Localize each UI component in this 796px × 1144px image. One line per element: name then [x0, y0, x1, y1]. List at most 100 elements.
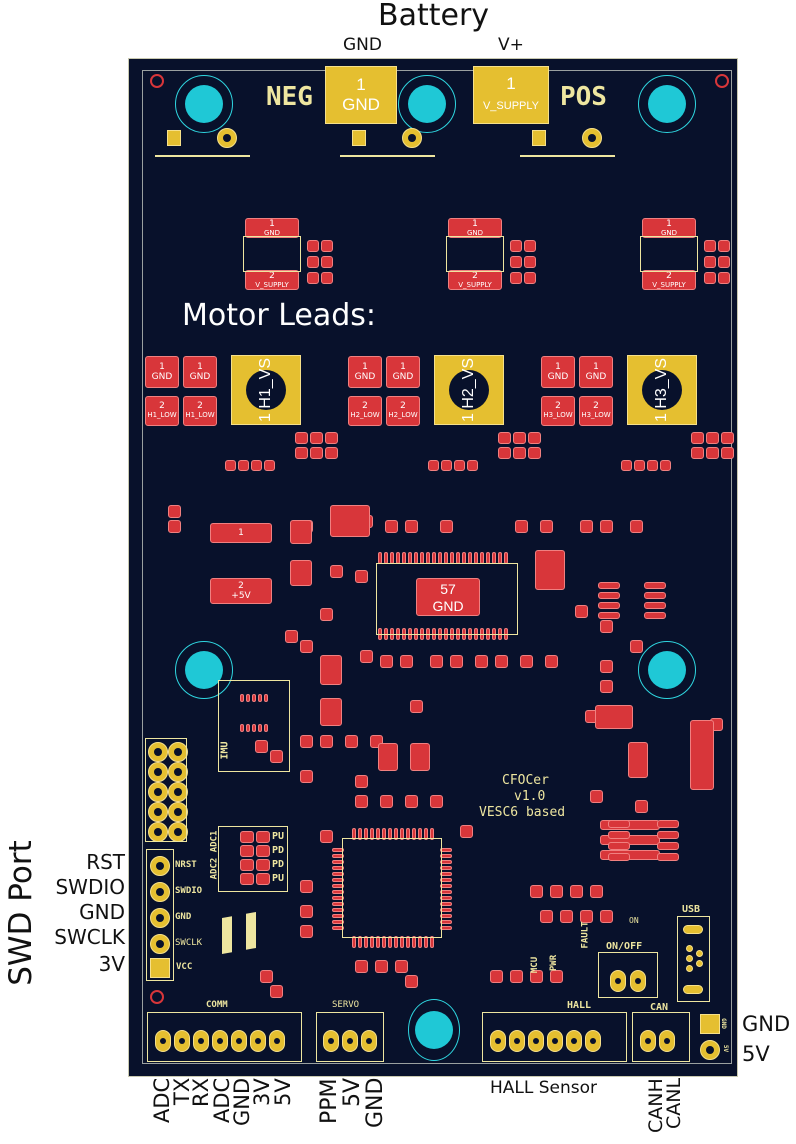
- mcu-pin: [440, 872, 452, 876]
- fiducial: [150, 74, 164, 88]
- comm-pin[interactable]: [174, 1030, 190, 1052]
- comm-pin[interactable]: [193, 1030, 209, 1052]
- header-pin[interactable]: [148, 742, 168, 762]
- comm-pin[interactable]: [231, 1030, 247, 1052]
- smd-pad: [600, 520, 613, 533]
- mcu-pin: [424, 936, 428, 948]
- smd-pad: [630, 640, 643, 653]
- header-pin[interactable]: [168, 782, 188, 802]
- pad-net: +5V: [231, 591, 251, 601]
- smd-pad: [355, 960, 368, 973]
- ic-pin: [644, 602, 666, 609]
- pad-net: GND: [432, 598, 464, 614]
- ic-pin: [657, 842, 679, 850]
- pad-number: 1: [666, 219, 672, 229]
- phase-pad-3[interactable]: 1 H3_VS: [627, 355, 697, 425]
- switch-pin[interactable]: [610, 970, 626, 992]
- mounting-hole: [638, 75, 696, 133]
- header-pin[interactable]: [148, 802, 168, 822]
- smd-pad: [706, 447, 719, 459]
- hall-pin[interactable]: [528, 1030, 544, 1052]
- header-pin[interactable]: [148, 782, 168, 802]
- header-pin[interactable]: [168, 742, 188, 762]
- pad-net: V_SUPPLY: [458, 281, 492, 289]
- servo-pin[interactable]: [323, 1030, 339, 1052]
- smd-pad: [295, 447, 308, 459]
- battery-label: Battery: [378, 0, 490, 33]
- smd-pad: [528, 447, 541, 459]
- hall-pin[interactable]: [566, 1030, 582, 1052]
- mcu-pin: [394, 936, 398, 948]
- fiducial: [715, 74, 729, 88]
- header-pin[interactable]: [168, 762, 188, 782]
- servo-pin[interactable]: [361, 1030, 377, 1052]
- header-pin[interactable]: [168, 802, 188, 822]
- can-pin[interactable]: [659, 1030, 675, 1052]
- onoff-switch[interactable]: [598, 952, 658, 998]
- comm-pin[interactable]: [269, 1030, 285, 1052]
- mcu-pin: [370, 936, 374, 948]
- servo-pin[interactable]: [342, 1030, 358, 1052]
- mcu-pin: [376, 828, 380, 840]
- pad-net: V_SUPPLY: [482, 100, 540, 112]
- power-5v-pin[interactable]: [700, 1040, 720, 1060]
- pin: [402, 128, 422, 148]
- smd-pad: [575, 605, 588, 618]
- swd-pin[interactable]: [150, 934, 170, 954]
- gnd-power-label: GND: [742, 1012, 791, 1036]
- swd-vcc-pin[interactable]: [150, 958, 170, 978]
- smd-pad: [285, 630, 298, 643]
- mcu-pin: [332, 920, 344, 924]
- mcu-pin: [430, 936, 434, 948]
- comm-pin[interactable]: [212, 1030, 228, 1052]
- hall-pin[interactable]: [585, 1030, 601, 1052]
- pad-net: H2_LOW: [388, 411, 418, 419]
- comm-pin[interactable]: [155, 1030, 171, 1052]
- regulator-pad: 2+5V: [210, 578, 272, 604]
- comm-pin-label: 5V: [271, 1078, 295, 1106]
- hall-pin[interactable]: [509, 1030, 525, 1052]
- swd-pin[interactable]: [150, 908, 170, 928]
- ic-pin: [608, 831, 630, 839]
- mcu-pin: [332, 866, 344, 870]
- smd-pad: [540, 910, 553, 923]
- servo-connector: [316, 1012, 384, 1062]
- smd-pad: [264, 460, 275, 471]
- hall-pin[interactable]: [490, 1030, 506, 1052]
- phase-pad-2[interactable]: 1 H2_VS: [434, 355, 504, 425]
- smd-pad: [270, 985, 283, 998]
- header-pin[interactable]: [148, 762, 168, 782]
- smd-pad: [320, 655, 342, 685]
- comm-pin[interactable]: [250, 1030, 266, 1052]
- power-gnd-pin[interactable]: [700, 1014, 720, 1034]
- smd-pad: [513, 447, 526, 459]
- smd-pad: [395, 960, 408, 973]
- smd-pad: [510, 272, 522, 284]
- smd-pad: [320, 735, 333, 748]
- switch-pin[interactable]: [630, 970, 646, 992]
- swd-pin[interactable]: [150, 856, 170, 876]
- smd-pad: [510, 970, 523, 983]
- smd-pad: [238, 460, 249, 471]
- pad-net: GND: [189, 372, 211, 382]
- can-pin[interactable]: [640, 1030, 656, 1052]
- swd-pin[interactable]: [150, 882, 170, 902]
- mcu-pin: [440, 854, 452, 858]
- mcu-pin: [364, 936, 368, 948]
- hall-pin[interactable]: [547, 1030, 563, 1052]
- board-version: v1.0: [514, 789, 546, 804]
- mcu-pin: [400, 936, 404, 948]
- smd-pad: [524, 272, 536, 284]
- mcu-pin: [358, 936, 362, 948]
- phase-pad-1[interactable]: 1 H1_VS: [231, 355, 301, 425]
- smd-pad: [498, 447, 511, 459]
- smd-pad: [510, 256, 522, 268]
- mcu-pin: [440, 896, 452, 900]
- smd-pad: [691, 447, 704, 459]
